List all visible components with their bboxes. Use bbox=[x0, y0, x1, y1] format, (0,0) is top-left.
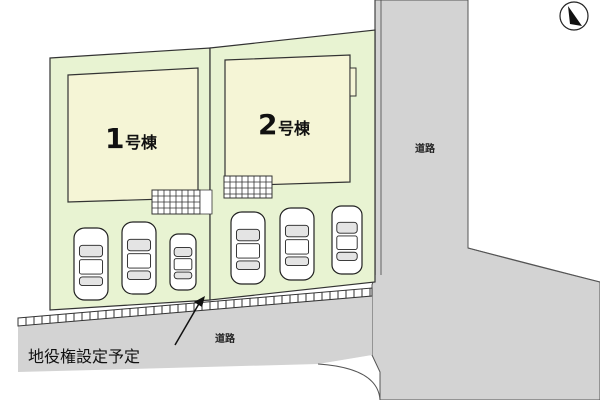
road-area bbox=[18, 0, 600, 400]
easement-arrow bbox=[174, 296, 205, 346]
curb-strip bbox=[17, 287, 373, 327]
easement-note: 地役権設定予定 bbox=[28, 347, 140, 366]
building-1: 1 号棟 bbox=[67, 67, 199, 203]
car-4 bbox=[230, 211, 266, 285]
car-6 bbox=[331, 205, 363, 275]
building-1-number: 1 bbox=[105, 122, 124, 155]
south-road bbox=[18, 288, 372, 372]
east-road bbox=[371, 0, 600, 400]
east-road-label: 道路 bbox=[415, 142, 436, 155]
building-1-suffix: 号棟 bbox=[125, 133, 158, 152]
car-1 bbox=[73, 227, 109, 301]
compass-icon bbox=[559, 1, 589, 31]
entry-step-1 bbox=[199, 189, 213, 215]
building-2: 2 号棟 bbox=[224, 54, 357, 187]
car-2 bbox=[121, 221, 157, 295]
building-2-number: 2 bbox=[258, 108, 277, 141]
terrace-2 bbox=[223, 175, 273, 199]
south-road-label: 道路 bbox=[215, 332, 236, 345]
car-5 bbox=[279, 207, 315, 281]
building-2-suffix: 号棟 bbox=[278, 119, 311, 138]
terrace-1 bbox=[151, 189, 201, 215]
car-3 bbox=[169, 233, 197, 291]
parking-cars bbox=[73, 205, 363, 301]
